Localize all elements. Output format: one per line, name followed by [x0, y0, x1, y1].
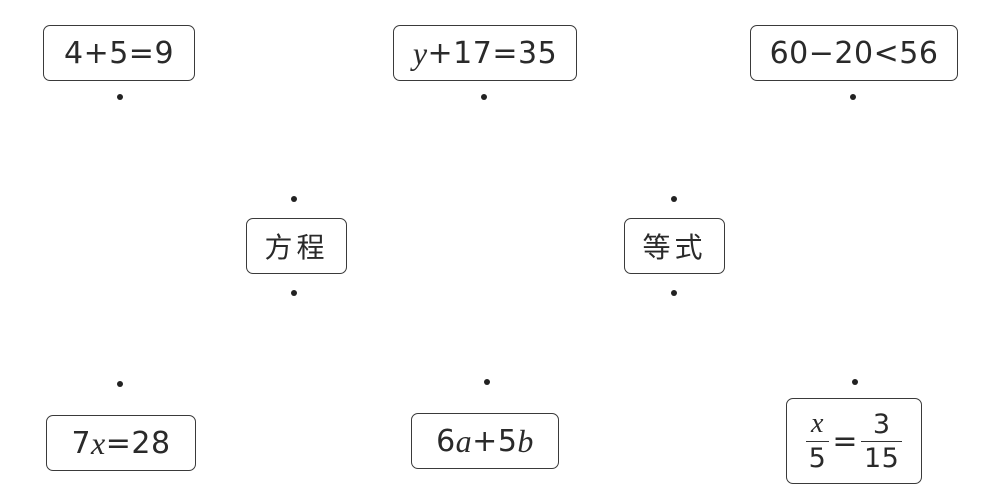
label-box-equation: 方程 — [246, 218, 347, 274]
expr-term: 28 — [131, 425, 171, 461]
fraction-left: x 5 — [805, 408, 830, 472]
label-text: 等式 — [642, 231, 707, 264]
connect-dot[interactable] — [484, 379, 490, 385]
expr-term: 60 — [769, 35, 809, 71]
expr-relation: = — [128, 35, 155, 71]
connect-dot[interactable] — [291, 196, 297, 202]
expr-variable: x — [91, 424, 106, 461]
expression-box-y-plus-17: y+17=35 — [393, 25, 577, 81]
expr-term: 20 — [834, 35, 874, 71]
fraction-numerator: 3 — [872, 408, 891, 440]
expression-box-60-minus-20: 60−20<56 — [750, 25, 958, 81]
expr-term: 9 — [154, 35, 175, 71]
expr-term: 17 — [453, 35, 493, 71]
connect-dot[interactable] — [852, 379, 858, 385]
connect-dot[interactable] — [671, 196, 677, 202]
expr-term: 5 — [109, 35, 129, 71]
connect-dot[interactable] — [850, 94, 856, 100]
connect-dot[interactable] — [671, 290, 677, 296]
label-text: 方程 — [264, 231, 329, 264]
connect-dot[interactable] — [481, 94, 487, 100]
fraction-denominator: 5 — [805, 441, 830, 472]
expression-box-fraction: x 5 = 3 15 — [786, 398, 922, 484]
connect-dot[interactable] — [117, 94, 123, 100]
expr-coefficient: 5 — [497, 423, 518, 459]
connect-dot[interactable] — [291, 290, 297, 296]
expr-variable: y — [412, 34, 428, 71]
connect-dot[interactable] — [117, 381, 123, 387]
expr-relation: = — [492, 35, 518, 71]
fraction-denominator: 15 — [860, 440, 903, 472]
expr-term: 4 — [63, 35, 84, 71]
expr-term: 35 — [517, 35, 558, 71]
expr-variable: b — [517, 422, 534, 459]
expr-relation: = — [832, 423, 858, 459]
expr-coefficient: 7 — [71, 425, 92, 461]
expr-operator: + — [83, 35, 110, 71]
expr-operator: − — [808, 35, 835, 71]
expr-operator: + — [472, 423, 498, 459]
expr-relation: = — [105, 425, 132, 461]
fraction-numerator: x — [811, 408, 824, 439]
expr-operator: + — [427, 35, 454, 71]
fraction-right: 3 15 — [860, 408, 903, 472]
expr-coefficient: 6 — [436, 423, 456, 459]
expression-box-4-plus-5: 4+5=9 — [43, 25, 195, 81]
label-box-identity: 等式 — [624, 218, 725, 274]
expr-relation: < — [873, 35, 900, 71]
expr-term: 56 — [899, 35, 939, 71]
expr-variable: a — [455, 422, 473, 459]
